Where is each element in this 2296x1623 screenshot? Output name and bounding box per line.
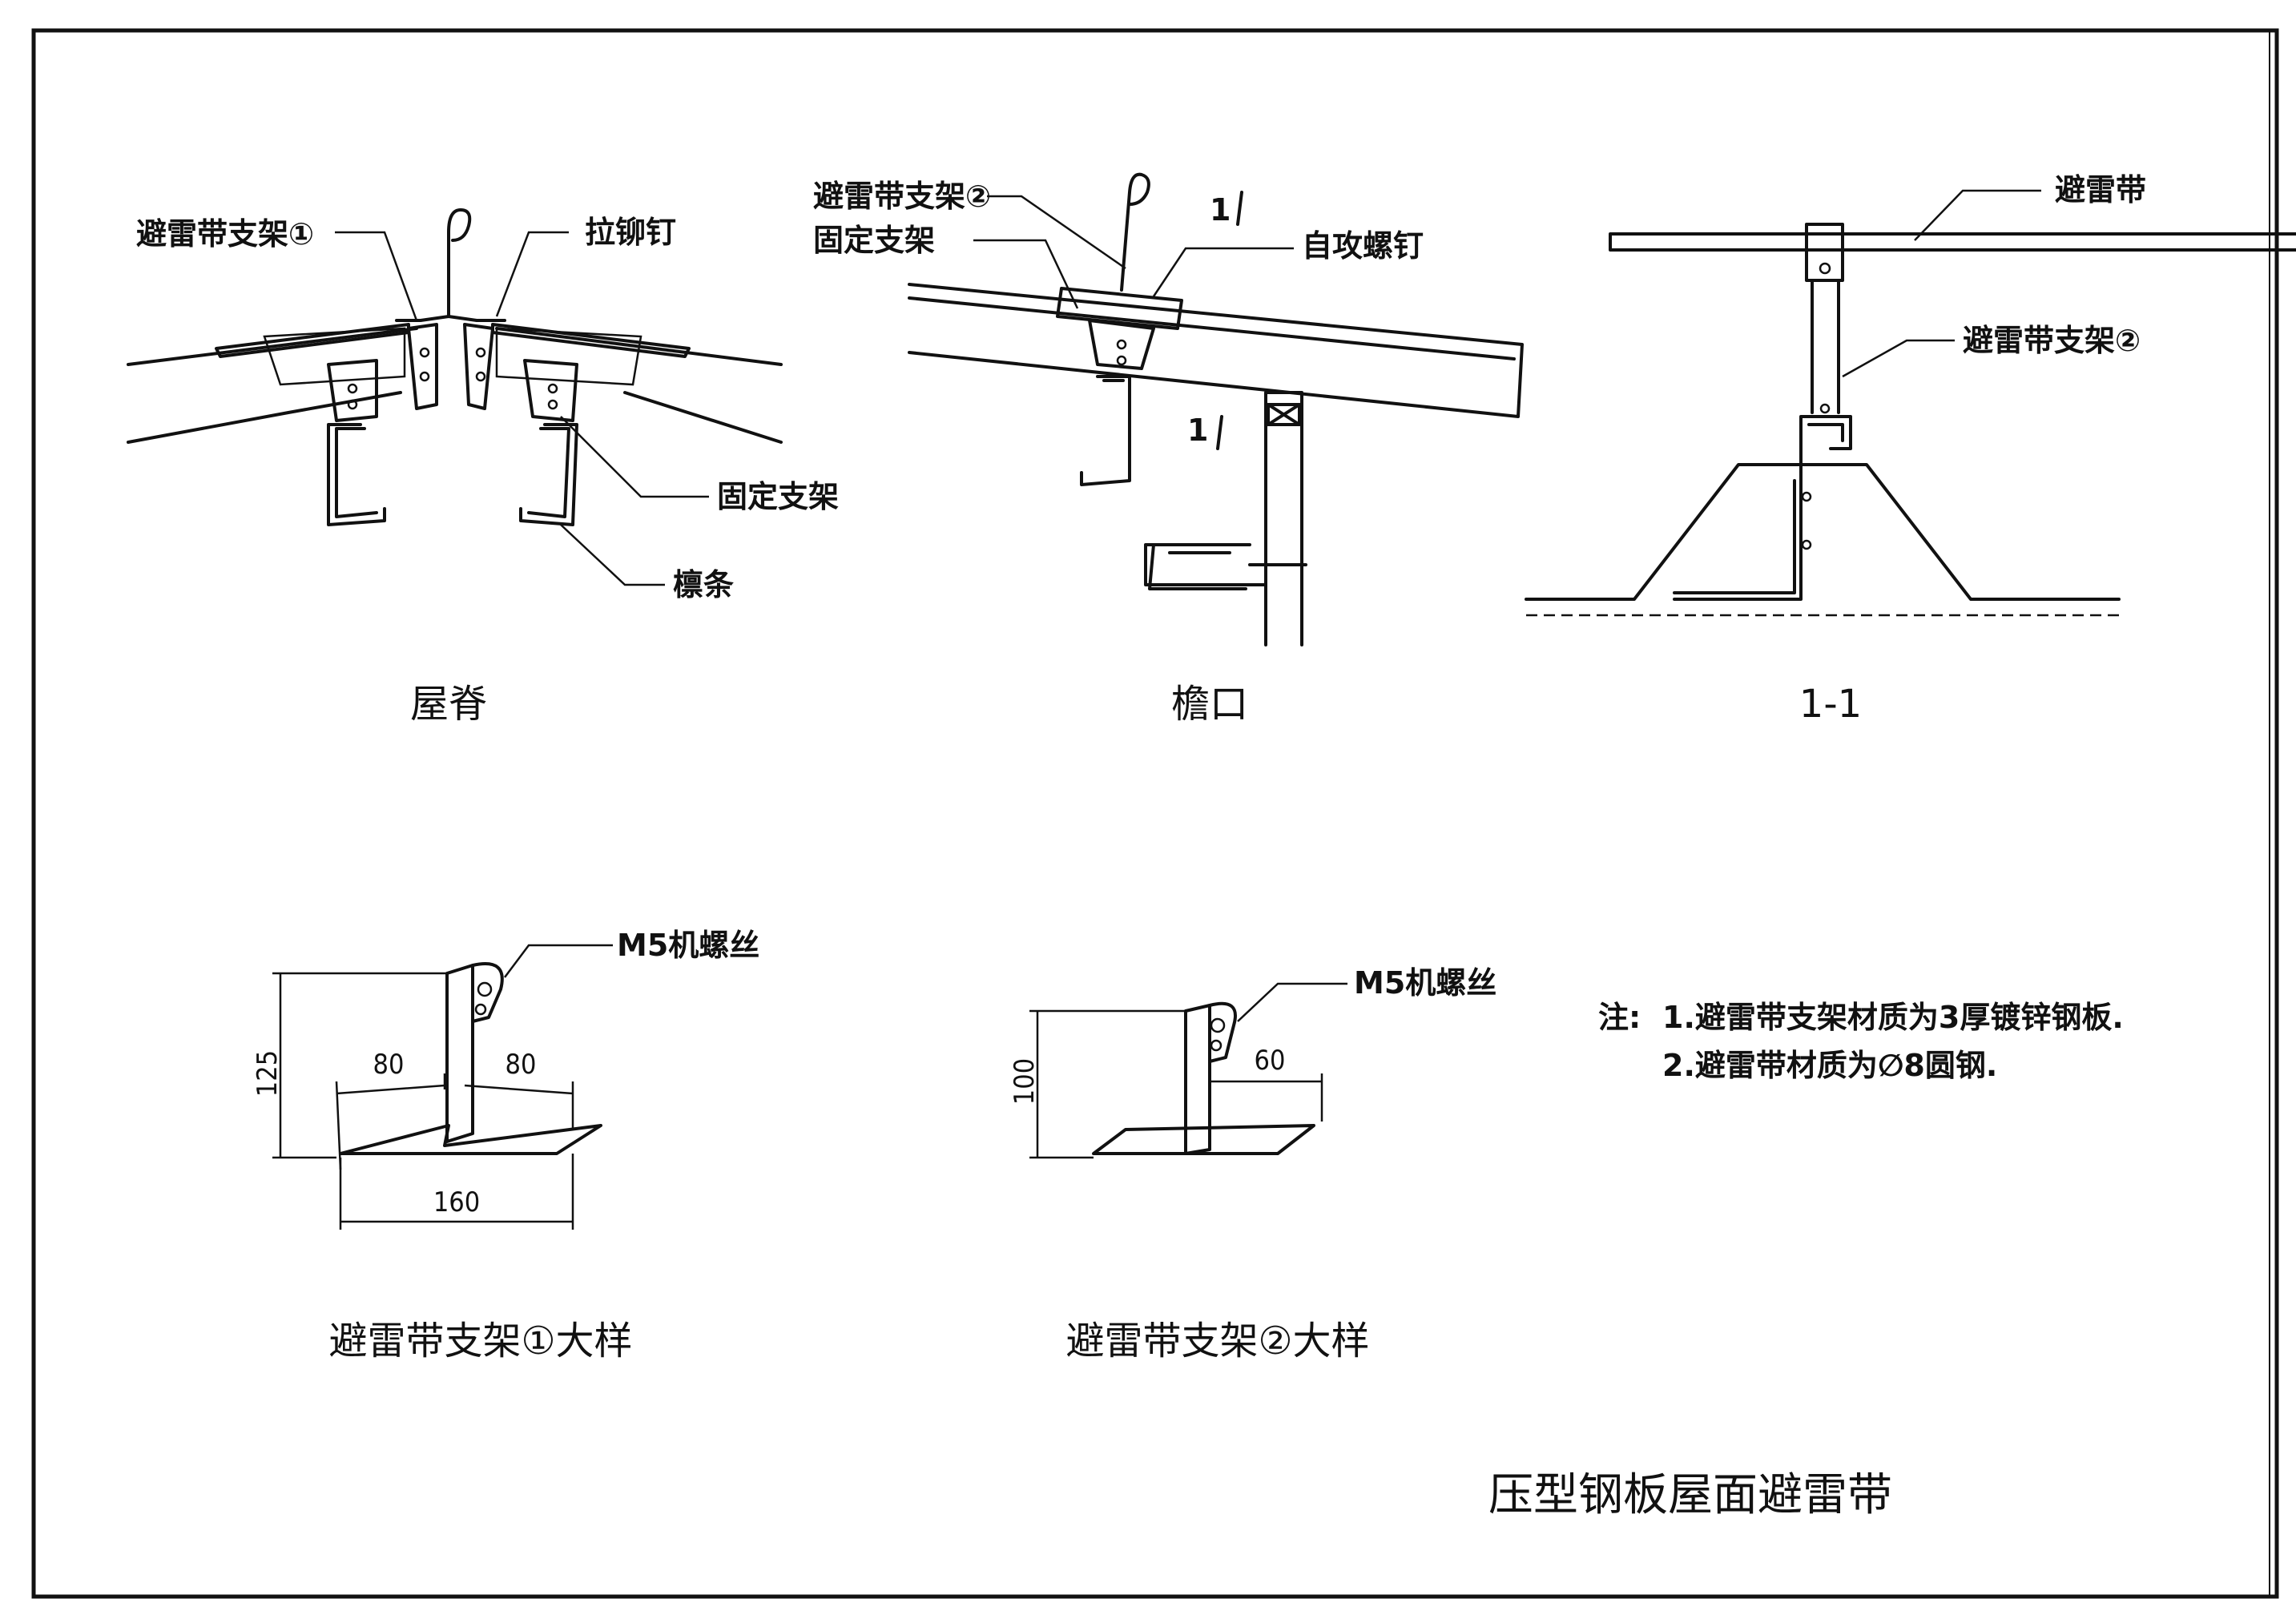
ridge-roof-left <box>127 327 418 444</box>
eave-strip-rod <box>1120 172 1150 292</box>
section-strip-rod <box>1609 232 2296 252</box>
ridge-label-support1: 避雷带支架① <box>136 216 314 252</box>
eave-caption: 檐口 <box>1171 682 1248 727</box>
section-label-strip: 避雷带 <box>2055 172 2146 207</box>
ridge-strip-rod <box>447 208 472 318</box>
ridge-fixing-bracket-right <box>523 359 578 422</box>
detail2-dim-height-text: 100 <box>1009 1058 1041 1105</box>
detail2-clip <box>1208 1001 1237 1063</box>
section-support2 <box>1805 223 1844 414</box>
detail2-upright <box>1184 1004 1211 1155</box>
eave-support2-base <box>1056 287 1183 330</box>
detail1-upright <box>445 964 474 1143</box>
section-1-1-view: 避雷带 避雷带支架② 1-1 <box>1525 172 2296 727</box>
detail1-dim-height <box>272 972 449 1159</box>
eave-view: 1 1 避雷带支架② 固定支架 自攻螺钉 檐口 <box>813 172 1524 727</box>
detail1-base-plate <box>339 1124 602 1155</box>
eave-wall-post <box>1264 391 1303 646</box>
detail2-dim-right-text: 60 <box>1255 1045 1286 1077</box>
detail1-dim-total-text: 160 <box>433 1186 480 1218</box>
eave-fixing-bracket <box>1088 319 1155 370</box>
section-roof-rib <box>1525 463 2121 601</box>
ridge-caption: 屋脊 <box>410 682 487 727</box>
eave-purlin-upper <box>1080 375 1131 486</box>
ridge-label-fixing-bracket: 固定支架 <box>717 479 839 514</box>
drawing-title: 压型钢板屋面避雷带 <box>1488 1469 1892 1521</box>
ridge-purlin-right <box>519 423 578 526</box>
notes-block: 注: 1.避雷带支架材质为3厚镀锌钢板. 2.避雷带材质为∅8圆钢. <box>1598 1000 2124 1083</box>
detail1-view: M5机螺丝 125 80 80 160 避雷带支架①大样 <box>252 928 759 1363</box>
eave-purlin-lower <box>1144 543 1267 586</box>
detail2-base-plate <box>1092 1124 1315 1155</box>
note-item-2: 2.避雷带材质为∅8圆钢. <box>1662 1048 1997 1083</box>
notes-prefix: 注: <box>1598 1000 1641 1035</box>
detail2-dim-height <box>1029 1009 1186 1159</box>
detail1-dim-left <box>335 1073 446 1170</box>
eave-purlin-c <box>1148 543 1251 590</box>
eave-label-fixing-bracket: 固定支架 <box>813 223 935 258</box>
section-bracket-foot <box>1673 471 1803 601</box>
detail1-dim-height-text: 125 <box>252 1050 284 1097</box>
detail1-dim-total <box>339 1154 574 1230</box>
detail1-screw-label: M5机螺丝 <box>617 928 759 963</box>
ridge-support1-left-leg <box>407 323 438 410</box>
ridge-support1-right-leg <box>463 323 494 410</box>
section-label-support2: 避雷带支架② <box>1963 323 2141 358</box>
detail2-caption: 避雷带支架②大样 <box>1065 1319 1369 1363</box>
eave-section-mark-top: 1 <box>1210 192 1231 228</box>
ridge-support1-plates <box>395 315 506 322</box>
detail2-view: M5机螺丝 100 60 避雷带支架②大样 <box>1009 965 1496 1363</box>
ridge-label-purlin: 檩条 <box>673 567 734 602</box>
eave-label-support2: 避雷带支架② <box>813 179 991 214</box>
eave-label-screw: 自攻螺钉 <box>1302 228 1424 264</box>
ridge-label-rivet: 拉铆钉 <box>585 215 676 250</box>
detail1-dim-right-text: 80 <box>506 1049 537 1081</box>
note-item-1: 1.避雷带支架材质为3厚镀锌钢板. <box>1662 1000 2124 1035</box>
detail1-dim-left-text: 80 <box>373 1049 405 1081</box>
detail2-screw-label: M5机螺丝 <box>1354 965 1496 1001</box>
ridge-view: 避雷带支架① 拉铆钉 固定支架 檩条 屋脊 <box>127 208 839 727</box>
detail1-caption: 避雷带支架①大样 <box>328 1319 632 1363</box>
eave-roof-sheet <box>908 283 1524 418</box>
section-caption: 1-1 <box>1799 682 1862 727</box>
eave-section-mark-bottom: 1 <box>1187 413 1208 448</box>
detail2-dim-right <box>1210 1073 1323 1122</box>
ridge-purlin-left <box>327 423 386 526</box>
detail1-dim-right <box>464 1081 574 1130</box>
ridge-fixing-bracket-left <box>327 359 378 422</box>
ridge-purlin-band-right <box>495 327 642 386</box>
drawing-frame <box>31 28 2279 1599</box>
detail1-clip <box>471 962 504 1023</box>
